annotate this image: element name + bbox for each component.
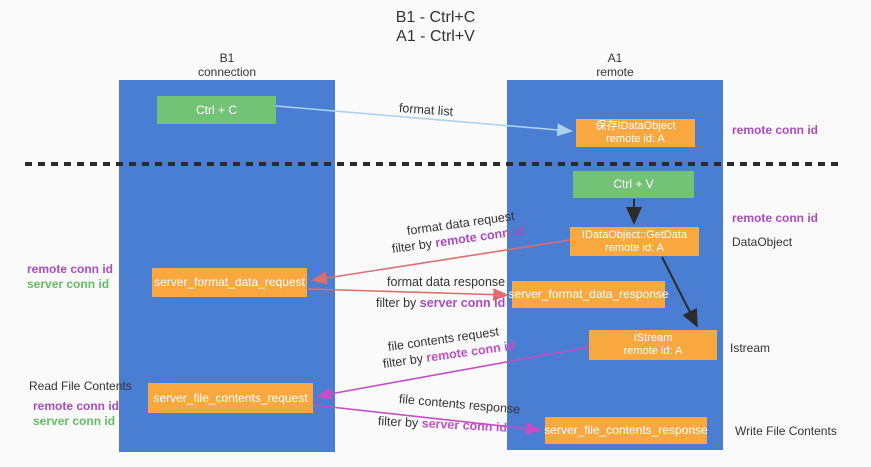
label-format-data-response: format data response — [387, 275, 506, 289]
node-getdata-line2: remote id: A — [605, 241, 664, 254]
label-write-file-contents: Write File Contents — [735, 424, 837, 438]
node-istream: IStream remote id: A — [589, 330, 717, 360]
lane-a1-label: A1 — [607, 51, 623, 65]
node-idataobject-getdata: IDataObject::GetData remote id: A — [570, 227, 699, 256]
lane-remote-label: remote — [596, 65, 634, 79]
node-getdata-line1: IDataObject::GetData — [581, 228, 688, 241]
node-ctrl-v-label: Ctrl + V — [613, 177, 654, 191]
node-ctrl-v: Ctrl + V — [573, 171, 694, 198]
lane-b1-label: B1 — [219, 51, 235, 65]
node-istream-line2: remote id: A — [623, 345, 683, 357]
arrow-format-list — [275, 105, 574, 137]
label-remote-conn-id-right-top: remote conn id — [732, 123, 819, 137]
node-server-format-data-response-label: server_format_data_response — [508, 287, 669, 301]
node-server-file-contents-response: server_file_contents_response — [544, 417, 708, 444]
node-server-file-contents-response-label: server_file_contents_response — [544, 423, 708, 437]
diagram-title: B1 - Ctrl+C A1 - Ctrl+V — [0, 8, 871, 46]
node-server-file-contents-request: server_file_contents_request — [148, 383, 313, 413]
label-server-conn-id-left-2: server conn id — [33, 414, 116, 428]
title-line-2: A1 - Ctrl+V — [396, 28, 475, 45]
server-conn-id-key: server conn id — [419, 296, 506, 310]
arrow-file-contents-response — [312, 404, 543, 435]
label-server-conn-id-left-1: server conn id — [27, 277, 110, 291]
label-filter-by-server-conn-id-format: filter by server conn id — [376, 296, 505, 310]
filter-by-text: filter by — [376, 296, 420, 310]
node-server-file-contents-request-label: server_file_contents_request — [153, 390, 308, 405]
arrow-getdata-to-istream — [661, 256, 698, 328]
lane-header-b1-connection: B1 connection — [119, 51, 335, 79]
arrow-file-contents-request — [315, 346, 590, 401]
node-save-idataobject-line1: 保存IDataObject — [595, 120, 676, 132]
node-server-format-data-request: server_format_data_request — [152, 268, 307, 297]
filter-by-text: filter by — [377, 414, 423, 431]
node-ctrl-c: Ctrl + C — [157, 96, 276, 124]
title-line-1: B1 - Ctrl+C — [395, 9, 476, 26]
lane-header-a1-remote: A1 remote — [507, 51, 723, 79]
label-istream: Istream — [730, 341, 771, 355]
label-remote-conn-id-left-2: remote conn id — [33, 399, 120, 413]
node-save-idataobject: 保存IDataObject remote id: A — [576, 119, 695, 147]
label-dataobject: DataObject — [732, 235, 793, 249]
label-remote-conn-id-right-mid: remote conn id — [732, 211, 819, 225]
arrow-format-data-request — [310, 239, 571, 285]
label-remote-conn-id-left-1: remote conn id — [27, 262, 114, 276]
node-server-format-data-response: server_format_data_response — [508, 281, 669, 308]
arrow-format-data-response — [307, 288, 510, 302]
node-ctrl-c-label: Ctrl + C — [195, 102, 237, 117]
node-server-format-data-request-label: server_format_data_request — [154, 275, 305, 289]
node-istream-line1: IStream — [633, 332, 673, 344]
node-save-idataobject-line2: remote id: A — [606, 133, 665, 145]
lane-connection-label: connection — [197, 65, 257, 79]
label-read-file-contents: Read File Contents — [29, 379, 132, 393]
